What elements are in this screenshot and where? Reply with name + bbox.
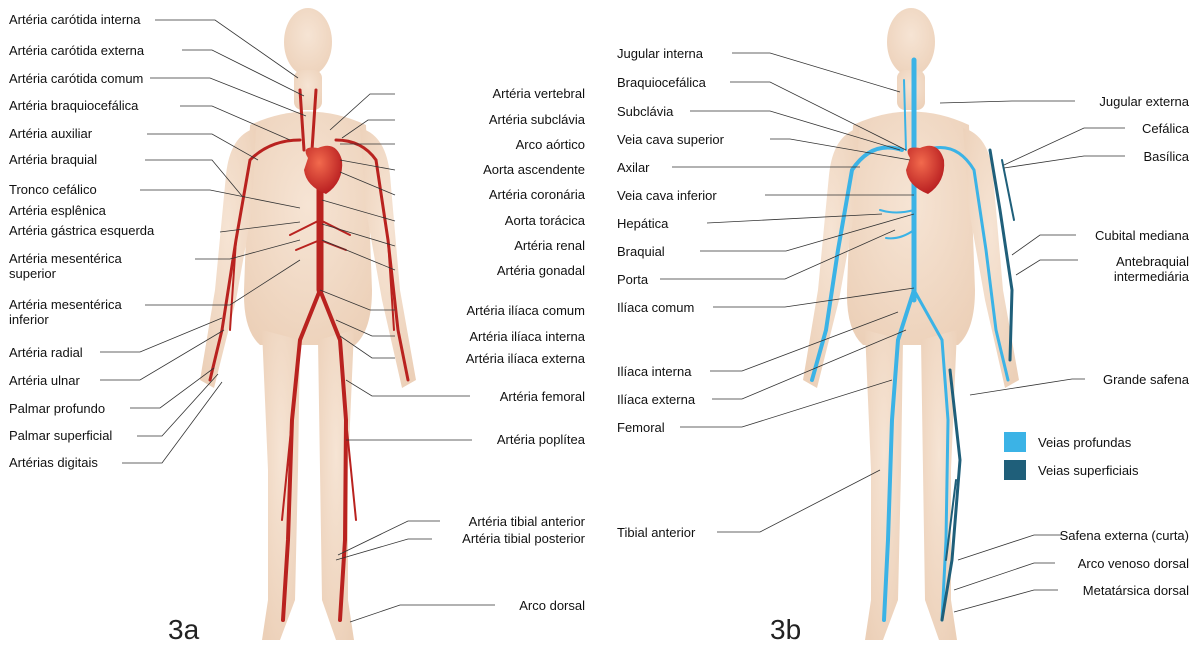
label-a-left: Palmar profundo [9,401,105,416]
label-a-right: Artéria renal [514,238,585,253]
leader-line [680,380,892,427]
leader-line [940,101,1075,103]
leader-line [954,590,1058,612]
label-b-left: Ilíaca interna [617,364,691,379]
legend-label-superficial: Veias superficiais [1038,463,1138,478]
legend-swatch-deep [1004,432,1026,452]
label-b-left: Veia cava superior [617,132,724,147]
label-a-left: Tronco cefálico [9,182,97,197]
label-b-right: Grande safena [1103,372,1189,387]
legend-item-deep: Veias profundas [1004,431,1138,453]
label-a-left: Artéria carótida interna [9,12,141,27]
label-a-left: Artéria gástrica esquerda [9,223,154,238]
label-a-right: Artéria coronária [489,187,585,202]
label-a-left: Artéria braquial [9,152,97,167]
label-a-left: Artéria mesentérica inferior [9,297,159,327]
label-a-right: Artéria ilíaca interna [469,329,585,344]
label-b-left: Veia cava inferior [617,188,717,203]
label-a-left: Artéria esplênica [9,203,106,218]
label-a-right: Artéria tibial posterior [462,531,585,546]
label-a-left: Artéria radial [9,345,83,360]
legend-label-deep: Veias profundas [1038,435,1131,450]
panel-id-a: 3a [168,614,199,646]
leader-line [1004,156,1125,168]
legend: Veias profundas Veias superficiais [1004,431,1138,487]
label-a-left: Artéria carótida externa [9,43,144,58]
leader-line [122,382,222,463]
leader-line [350,605,495,622]
label-a-right: Aorta ascendente [483,162,585,177]
leader-line [732,53,900,92]
leader-line [150,78,306,116]
label-b-right: Antebraquial intermediária [1084,254,1189,284]
label-a-right: Artéria gonadal [497,263,585,278]
label-b-left: Subclávia [617,104,673,119]
label-a-left: Palmar superficial [9,428,112,443]
leader-line [1016,260,1078,275]
label-a-right: Arco aórtico [516,137,585,152]
label-b-left: Tibial anterior [617,525,695,540]
label-b-right: Safena externa (curta) [1060,528,1189,543]
label-b-left: Femoral [617,420,665,435]
panel-id-b: 3b [770,614,801,646]
legend-swatch-superficial [1004,460,1026,480]
label-b-left: Axilar [617,160,650,175]
label-b-right: Cubital mediana [1095,228,1189,243]
label-a-right: Artéria ilíaca comum [467,303,585,318]
label-b-left: Porta [617,272,648,287]
leader-line [336,539,432,560]
label-a-right: Aorta torácica [505,213,585,228]
label-b-right: Basílica [1143,149,1189,164]
leader-line [1012,235,1076,255]
label-a-left: Artéria mesentérica superior [9,251,159,281]
legend-item-superficial: Veias superficiais [1004,459,1138,481]
label-a-left: Artéria braquiocefálica [9,98,138,113]
label-a-right: Artéria tibial anterior [469,514,585,529]
label-a-right: Artéria subclávia [489,112,585,127]
leader-line [1004,128,1125,165]
body-silhouette-b [803,8,1019,640]
label-a-right: Artéria femoral [500,389,585,404]
leader-line [155,20,298,78]
label-b-left: Braquiocefálica [617,75,706,90]
label-a-right: Arco dorsal [519,598,585,613]
label-b-left: Jugular interna [617,46,703,61]
leader-line [338,521,440,555]
label-a-right: Artéria ilíaca externa [466,351,585,366]
label-b-right: Metatársica dorsal [1083,583,1189,598]
label-a-left: Artéria auxiliar [9,126,92,141]
leader-line [958,535,1064,560]
label-a-left: Artéria ulnar [9,373,80,388]
label-b-left: Ilíaca externa [617,392,695,407]
label-b-right: Arco venoso dorsal [1078,556,1189,571]
label-b-left: Hepática [617,216,668,231]
label-a-left: Artérias digitais [9,455,98,470]
label-a-right: Artéria poplítea [497,432,585,447]
leader-line [717,470,880,532]
leader-line [954,563,1055,590]
leader-line [182,50,304,96]
label-b-left: Braquial [617,244,665,259]
label-a-left: Artéria carótida comum [9,71,143,86]
label-a-right: Artéria vertebral [493,86,585,101]
leader-line [970,379,1085,395]
label-b-right: Jugular externa [1099,94,1189,109]
label-b-right: Cefálica [1142,121,1189,136]
label-b-left: Ilíaca comum [617,300,694,315]
